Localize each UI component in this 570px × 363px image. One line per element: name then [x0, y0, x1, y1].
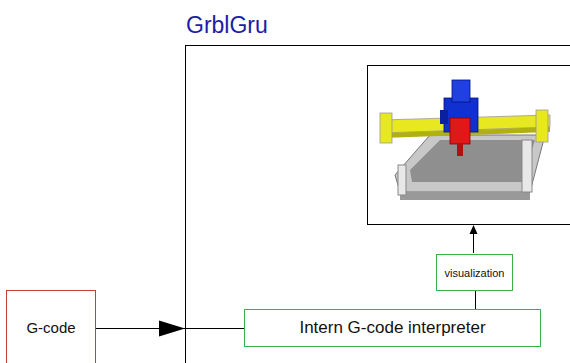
connector [96, 321, 244, 337]
node-label: Intern G-code interpreter [299, 318, 485, 338]
node-label: G-code [7, 319, 95, 336]
system-boundary: GrblGruIntern G-code interpretervisualiz… [185, 45, 570, 363]
node-label: visualization [445, 267, 505, 279]
input-box: G-code [6, 290, 96, 363]
diagram-title: GrblGru [186, 12, 268, 39]
process-box: visualization [436, 254, 513, 291]
process-box: Intern G-code interpreter [244, 309, 541, 347]
leader-arrow [470, 225, 478, 253]
connector [475, 291, 476, 309]
machine-illustration [368, 66, 570, 225]
